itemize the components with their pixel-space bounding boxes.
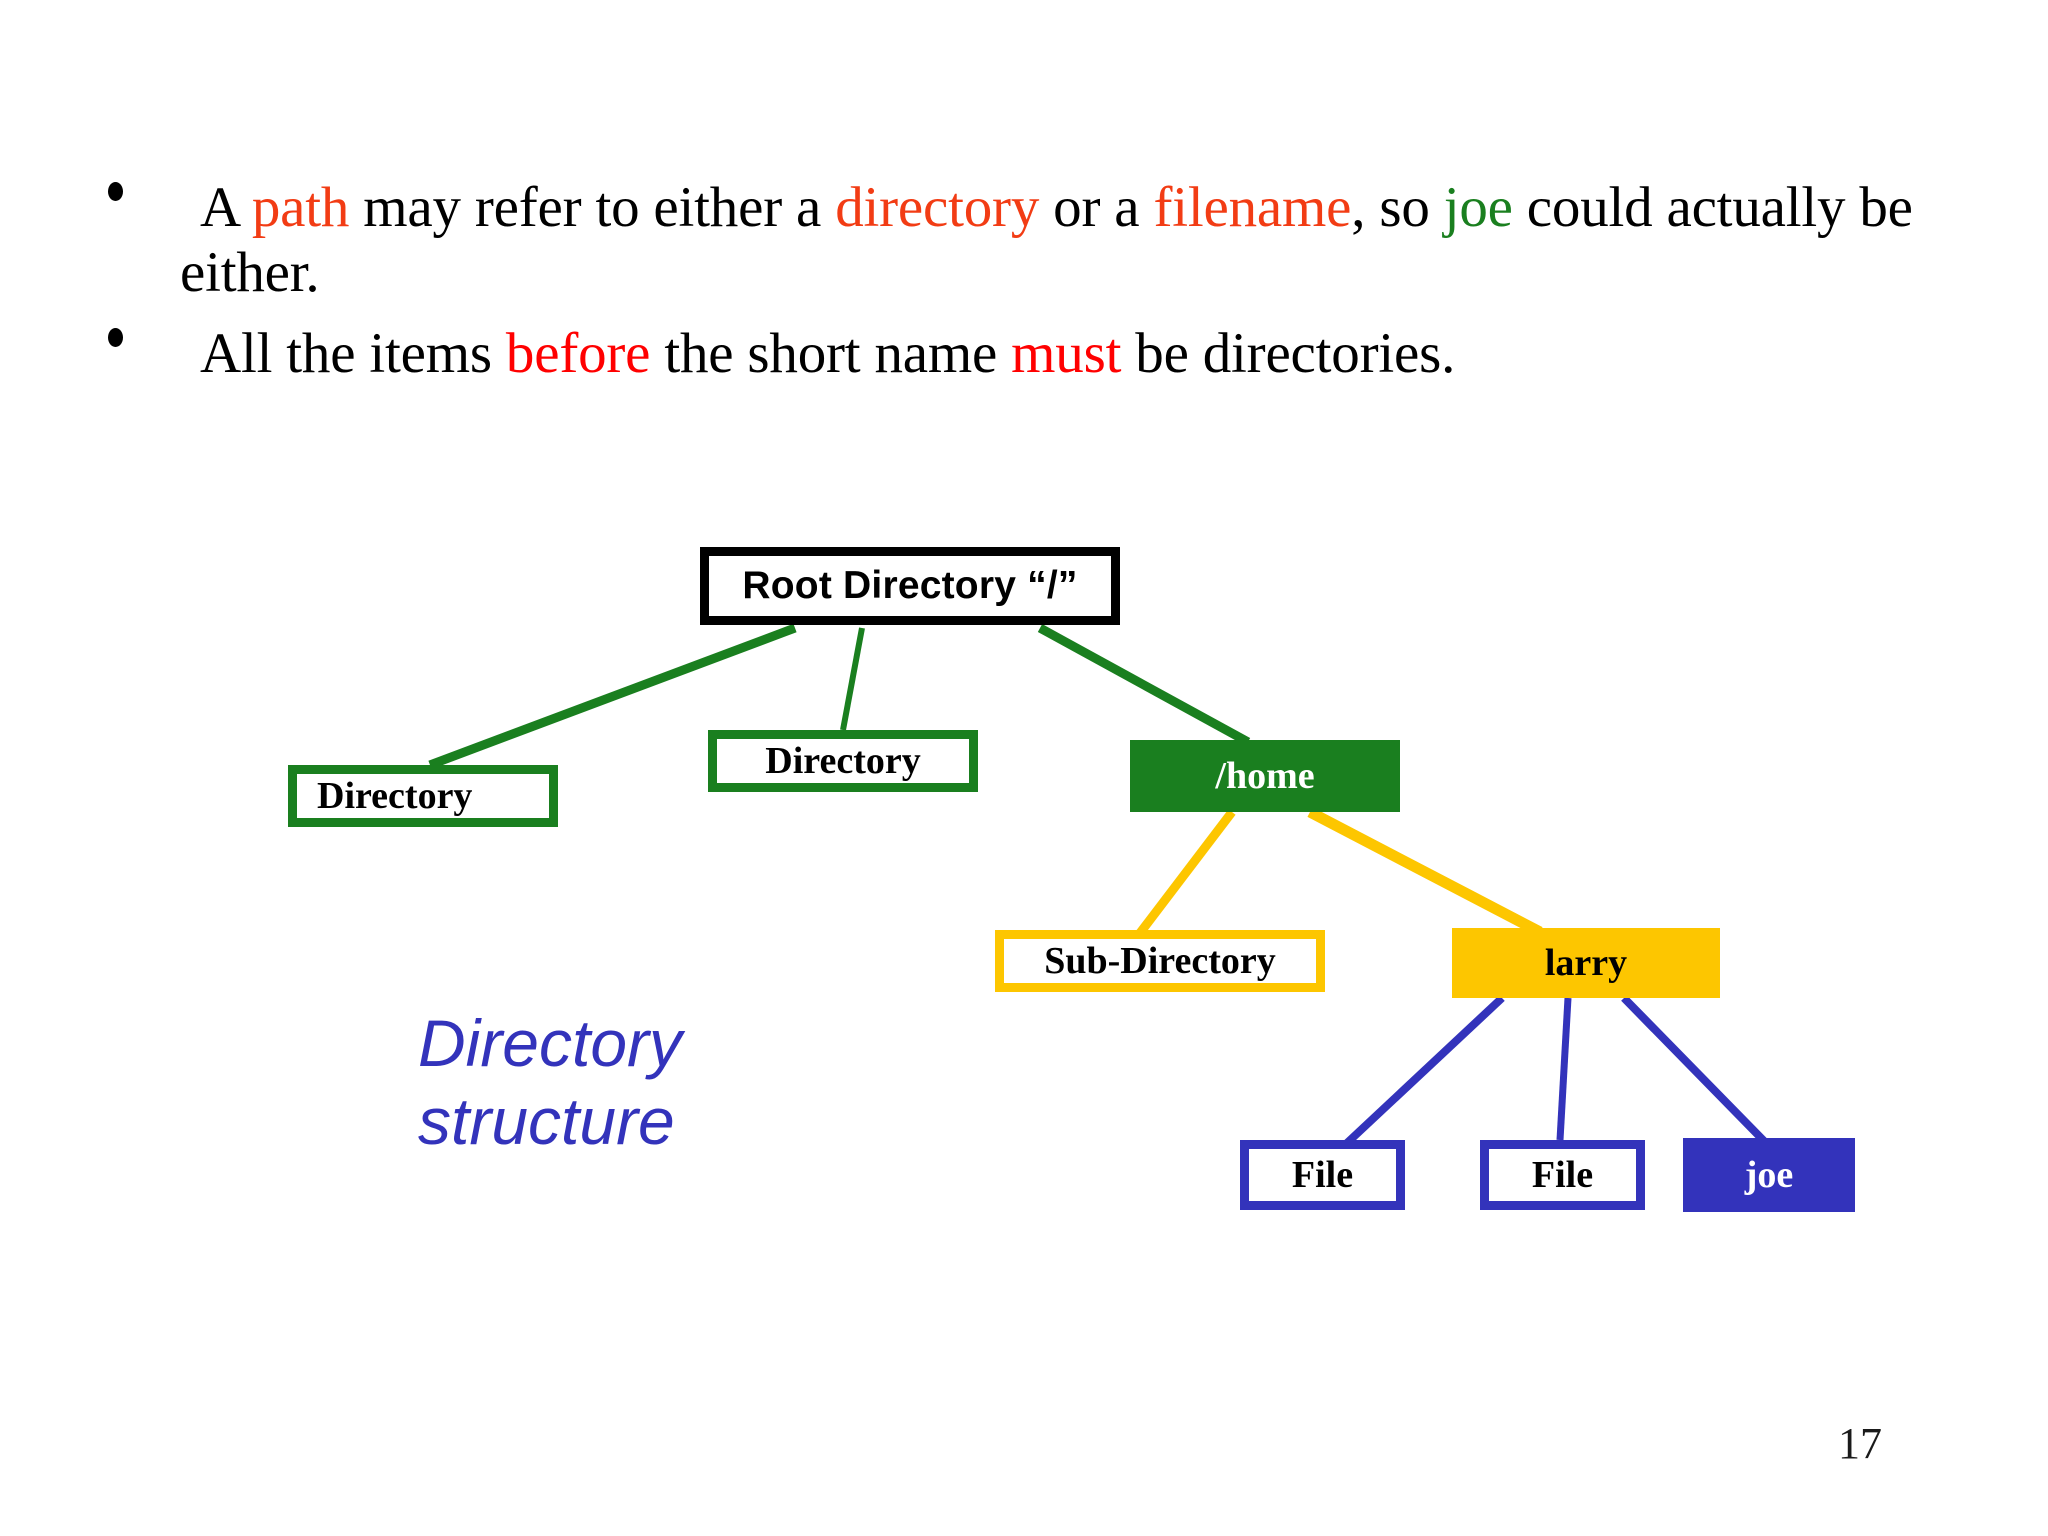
node-larry[interactable]: larry bbox=[1452, 928, 1720, 998]
node-directory-a[interactable]: Directory bbox=[288, 765, 558, 827]
bullet-text-segment: or a bbox=[1039, 176, 1154, 239]
keyword-must: must bbox=[1011, 321, 1122, 385]
bullet-item-path: A path may refer to either a directory o… bbox=[96, 176, 1976, 306]
diagram-caption: Directory structure bbox=[418, 1005, 898, 1161]
node-home-label: /home bbox=[1215, 755, 1315, 797]
node-larry-label: larry bbox=[1544, 942, 1628, 984]
bullet-dot-icon bbox=[108, 182, 123, 201]
page-number: 17 bbox=[1838, 1419, 1882, 1468]
node-joe[interactable]: joe bbox=[1683, 1138, 1855, 1212]
node-sub-directory[interactable]: Sub-Directory bbox=[995, 930, 1325, 992]
edge-root-directory-b bbox=[840, 627, 865, 731]
bullet-dot-icon bbox=[108, 327, 123, 347]
bullet-text-segment: All the items bbox=[200, 321, 506, 385]
node-root-directory[interactable]: Root Directory “/” bbox=[700, 547, 1120, 625]
diagram-caption-line-1: Directory bbox=[418, 1006, 683, 1080]
bullet-text-segment: , so bbox=[1351, 176, 1444, 239]
keyword-before: before bbox=[505, 321, 651, 385]
bullet-item-before: All the items before the short name must… bbox=[96, 322, 1976, 387]
bullet-text-segment: A bbox=[200, 176, 252, 239]
edge-larry-file-b bbox=[1556, 997, 1572, 1141]
keyword-path: path bbox=[251, 176, 350, 239]
node-file-b[interactable]: File bbox=[1480, 1140, 1645, 1210]
bullet-text-segment: be directories. bbox=[1121, 321, 1456, 385]
node-file-a-label: File bbox=[1291, 1154, 1354, 1196]
edge-root-home bbox=[1037, 624, 1251, 746]
edge-home-subdirectory bbox=[1136, 809, 1236, 936]
keyword-joe: joe bbox=[1443, 176, 1513, 239]
node-root-directory-label: Root Directory “/” bbox=[742, 564, 1078, 607]
edge-larry-file-a bbox=[1344, 995, 1505, 1146]
bullet-text-segment: the short name bbox=[650, 321, 1012, 385]
node-directory-b[interactable]: Directory bbox=[708, 730, 978, 792]
node-file-b-label: File bbox=[1531, 1154, 1594, 1196]
bullet-text-segment: may refer to either a bbox=[349, 176, 836, 239]
edge-home-larry bbox=[1307, 807, 1543, 937]
diagram-caption-line-2: structure bbox=[418, 1083, 675, 1158]
bullet-text-segment: could actually be either. bbox=[180, 176, 1913, 304]
node-home[interactable]: /home bbox=[1130, 740, 1400, 812]
node-joe-label: joe bbox=[1744, 1154, 1794, 1196]
node-sub-directory-label: Sub-Directory bbox=[1044, 940, 1276, 982]
node-file-a[interactable]: File bbox=[1240, 1140, 1405, 1210]
node-directory-b-label: Directory bbox=[765, 740, 921, 782]
keyword-filename: filename bbox=[1153, 176, 1352, 239]
node-directory-a-label: Directory bbox=[317, 775, 473, 817]
edge-larry-joe bbox=[1621, 995, 1768, 1145]
keyword-directory: directory bbox=[835, 176, 1040, 239]
bullet-list: A path may refer to either a directory o… bbox=[96, 176, 1976, 387]
